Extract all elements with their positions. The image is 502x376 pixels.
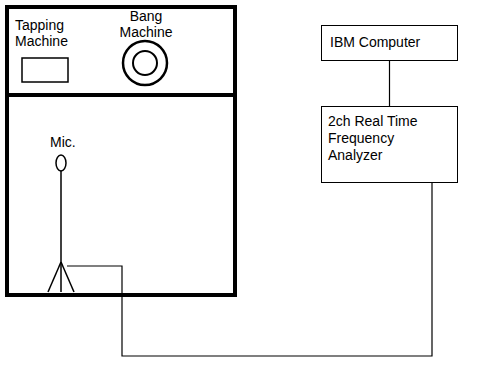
- equipment-box: IBM Computer: [321, 25, 458, 61]
- bang-machine: [123, 41, 167, 85]
- building-outline: [7, 7, 235, 295]
- tripod-leg: [60, 262, 62, 292]
- part-label: Mic.: [50, 134, 90, 150]
- tripod-leg: [48, 262, 61, 292]
- box-text: IBM Computer: [330, 34, 449, 51]
- microphone: [56, 155, 66, 171]
- part-label: Tapping Machine: [15, 17, 77, 49]
- bang-machine-hub: [133, 51, 157, 75]
- tapping-machine: [22, 58, 68, 82]
- signal-line: [389, 61, 390, 106]
- equipment-box: 2ch Real Time Frequency Analyzer: [321, 106, 458, 183]
- part-label: Bang Machine: [115, 8, 177, 40]
- mic-stand: [60, 171, 62, 262]
- box-text: 2ch Real Time Frequency Analyzer: [328, 113, 428, 164]
- floor-slab: [7, 93, 235, 97]
- mic-cable: [67, 183, 432, 356]
